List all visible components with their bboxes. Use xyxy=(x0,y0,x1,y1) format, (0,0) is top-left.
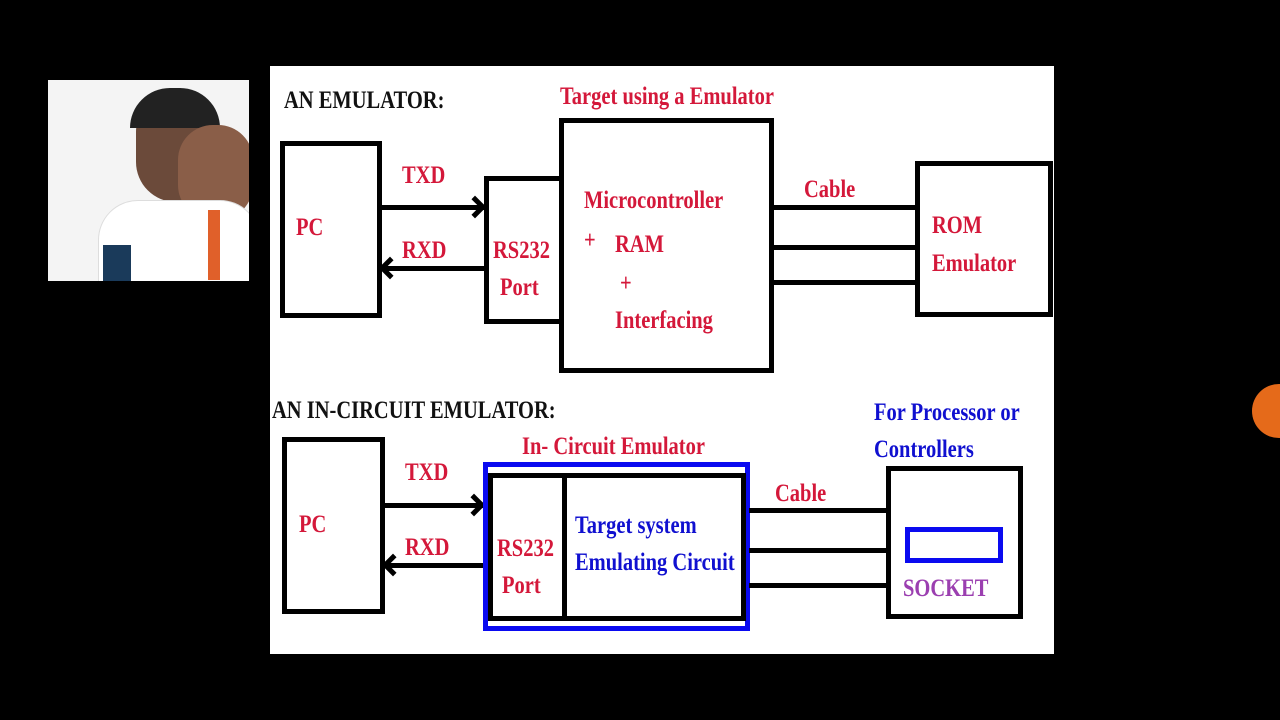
port-label: Port xyxy=(502,572,541,599)
cable-line xyxy=(772,245,918,250)
cable-line xyxy=(749,548,888,553)
pc-box xyxy=(282,437,385,614)
rom-emulator-label: Emulator xyxy=(932,250,1017,277)
controllers-label: Controllers xyxy=(874,436,974,463)
ice-caption: In- Circuit Emulator xyxy=(522,433,705,460)
pc-box xyxy=(280,141,382,318)
txd-label: TXD xyxy=(402,162,446,189)
emulator-title: AN EMULATOR: xyxy=(284,87,445,114)
microcontroller-label: Microcontroller xyxy=(584,187,724,214)
rxd-arrow xyxy=(381,266,485,271)
presenter-hair xyxy=(130,88,220,128)
badge xyxy=(103,245,131,281)
rom-emulator-box xyxy=(915,161,1053,317)
cable-label: Cable xyxy=(775,480,827,507)
plus-sign: + xyxy=(584,227,596,254)
pc-label: PC xyxy=(299,511,327,538)
rs232-box xyxy=(488,473,565,621)
emulator-caption: Target using a Emulator xyxy=(560,83,774,110)
ram-label: RAM xyxy=(615,231,664,258)
txd-arrow xyxy=(381,205,485,210)
rxd-arrow xyxy=(384,563,484,568)
rs232-label: RS232 xyxy=(493,237,550,264)
rom-label: ROM xyxy=(932,212,983,239)
interfacing-label: Interfacing xyxy=(615,307,713,334)
rxd-label: RXD xyxy=(405,534,450,561)
socket-label: SOCKET xyxy=(903,575,989,602)
target-system-box xyxy=(562,473,746,621)
record-indicator[interactable] xyxy=(1252,384,1280,438)
txd-arrow xyxy=(384,503,484,508)
lanyard xyxy=(208,210,220,280)
plus-sign: + xyxy=(620,270,632,297)
rs232-box xyxy=(484,176,566,324)
socket-icon xyxy=(905,527,1003,563)
port-label: Port xyxy=(500,274,539,301)
cable-label: Cable xyxy=(804,176,856,203)
emulating-circuit-label: Emulating Circuit xyxy=(575,549,735,576)
webcam-overlay xyxy=(48,80,249,281)
pc-label: PC xyxy=(296,214,324,241)
target-box xyxy=(559,118,774,373)
cable-line xyxy=(772,280,918,285)
rs232-label: RS232 xyxy=(497,535,554,562)
ice-title: AN IN-CIRCUIT EMULATOR: xyxy=(272,397,556,424)
rxd-label: RXD xyxy=(402,237,447,264)
cable-line xyxy=(772,205,918,210)
target-system-label: Target system xyxy=(575,512,697,539)
cable-line xyxy=(749,583,888,588)
processor-label: For Processor or xyxy=(874,399,1020,426)
cable-line xyxy=(749,508,888,513)
txd-label: TXD xyxy=(405,459,449,486)
